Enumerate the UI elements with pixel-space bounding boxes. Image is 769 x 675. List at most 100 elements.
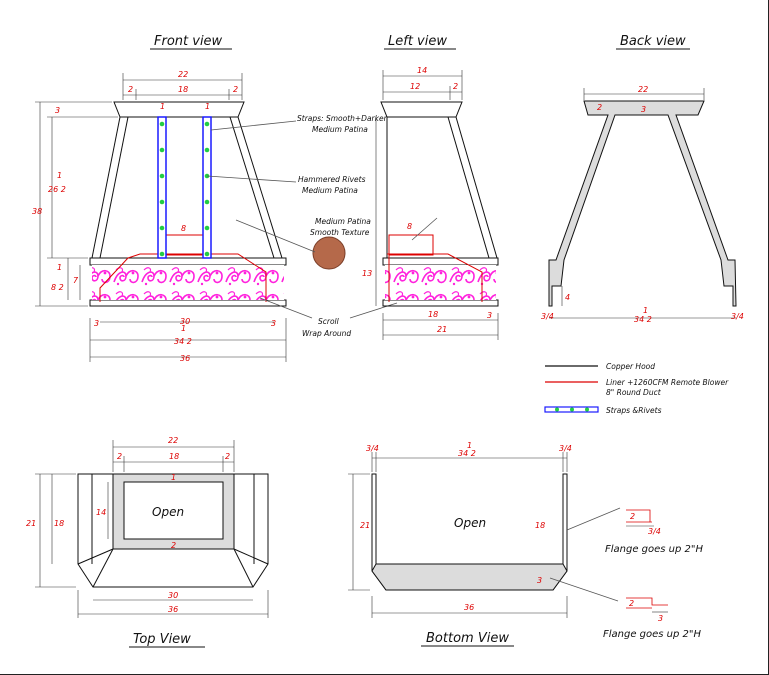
dim-flange-2b: 2 — [629, 599, 634, 608]
note-scroll-1: Scroll — [318, 317, 340, 326]
note-scroll-2: Wrap Around — [302, 329, 351, 338]
front-collar — [113, 101, 245, 118]
note-straps-2: Medium Patina — [312, 125, 368, 134]
dim-bottom-36: 36 — [464, 603, 474, 612]
dim-flange-3: 3 — [658, 614, 663, 623]
front-dimensions: 22 2 18 2 3 1 1 1 26 2 38 8 1 8 2 7 3 30… — [32, 70, 276, 363]
dim-front-1b: 1 — [205, 102, 210, 111]
dim-front-22: 22 — [178, 70, 188, 79]
dim-back-22: 22 — [638, 85, 648, 94]
front-straps — [157, 116, 212, 259]
legend-copper: Copper Hood — [606, 362, 655, 371]
dim-left-12: 12 — [410, 82, 420, 91]
dim-back-q1: 3/4 — [541, 312, 554, 321]
dim-bottom-34-frac: 1 — [467, 441, 472, 450]
bottom-dimensions: 3/4 1 34 2 3/4 21 18 3 36 Open — [360, 441, 572, 612]
top-view — [35, 440, 269, 618]
dim-bottom-q2: 3/4 — [559, 444, 572, 453]
dim-front-36: 36 — [180, 354, 190, 363]
front-view — [35, 73, 398, 362]
dim-top-21: 21 — [26, 519, 36, 528]
note-straps-1: Straps: Smooth+Darker — [297, 114, 388, 123]
dim-back-2: 2 — [597, 103, 602, 112]
dim-front-8: 8 — [181, 224, 186, 233]
note-patina-1: Medium Patina — [315, 217, 371, 226]
dim-front-26: 26 2 — [48, 185, 66, 194]
dim-front-3l: 3 — [94, 319, 99, 328]
dim-front-38: 38 — [32, 207, 42, 216]
legend-straps: Straps &Rivets — [606, 406, 662, 415]
left-view-title: Left view — [388, 34, 447, 49]
top-view-title: Top View — [133, 632, 191, 647]
back-view-title: Back view — [620, 34, 686, 49]
dim-left-2: 2 — [453, 82, 458, 91]
legend-liner-1: Liner +1260CFM Remote Blower — [606, 378, 729, 387]
bottom-open-label: Open — [454, 516, 486, 530]
top-outer — [77, 473, 269, 588]
front-body-right — [237, 116, 283, 259]
dim-top-2b: 2 — [225, 452, 230, 461]
dim-top-1: 1 — [171, 473, 176, 482]
note-rivets-1: Hammered Rivets — [298, 175, 366, 184]
flange-details: 2 3/4 2 3 Flange goes up 2"H Flange goes… — [603, 509, 704, 640]
dim-front-2b: 2 — [233, 85, 238, 94]
dim-left-14: 14 — [417, 66, 427, 75]
dim-back-q2: 3/4 — [731, 312, 744, 321]
note-patina-2: Smooth Texture — [310, 228, 370, 237]
view-titles: Front view Left view Back view Top View … — [129, 34, 690, 648]
dim-bottom-21: 21 — [360, 521, 370, 530]
top-dimensions: 22 2 18 2 1 14 2 21 18 30 36 Open — [26, 436, 230, 614]
front-rivets — [159, 121, 210, 257]
dim-front-2a: 2 — [128, 85, 133, 94]
dim-front-30: 30 — [180, 317, 190, 326]
front-view-title: Front view — [154, 34, 223, 49]
dim-left-3: 3 — [487, 311, 492, 320]
back-frame — [548, 100, 737, 307]
dim-left-13: 13 — [362, 269, 372, 278]
dim-front-8h: 8 2 — [51, 283, 64, 292]
dim-top-18s: 18 — [54, 519, 64, 528]
dim-bottom-3: 3 — [537, 576, 542, 585]
dim-back-34-frac: 1 — [643, 306, 648, 315]
note-rivets-2: Medium Patina — [302, 186, 358, 195]
dim-bottom-34: 34 2 — [458, 449, 476, 458]
dim-back-3: 3 — [641, 105, 646, 114]
dim-front-3: 3 — [55, 106, 60, 115]
dim-front-7: 7 — [73, 276, 79, 285]
dim-top-2a: 2 — [117, 452, 122, 461]
front-dimension-lines — [35, 73, 287, 362]
dim-front-8h-frac: 1 — [57, 263, 62, 272]
dim-top-36: 36 — [168, 605, 178, 614]
bottom-view-title: Bottom View — [426, 631, 509, 646]
front-scroll-band — [92, 265, 284, 300]
bottom-front-panel — [371, 563, 568, 591]
dim-top-30: 30 — [168, 591, 178, 600]
dim-back-34: 34 2 — [634, 315, 652, 324]
back-view — [548, 88, 737, 319]
dim-front-18: 18 — [178, 85, 188, 94]
dim-top-14: 14 — [96, 508, 106, 517]
left-scroll-band — [385, 265, 496, 300]
flange-label-2: Flange goes up 2"H — [603, 629, 702, 640]
front-leaders — [206, 120, 398, 319]
front-band-bottom — [89, 299, 287, 307]
legend-liner-2: 8" Round Duct — [606, 388, 662, 397]
left-dimensions: 14 12 2 8 13 18 3 21 — [362, 66, 492, 334]
dim-front-3r: 3 — [271, 319, 276, 328]
dim-front-34: 34 2 — [174, 337, 192, 346]
dim-front-1a: 1 — [160, 102, 165, 111]
dim-bottom-q1: 3/4 — [366, 444, 379, 453]
left-view — [375, 70, 499, 340]
dim-front-26-frac: 1 — [57, 171, 62, 180]
copper-sample-ball — [312, 236, 346, 270]
dim-flange-2a: 2 — [630, 512, 635, 521]
flange-label-1: Flange goes up 2"H — [605, 544, 704, 555]
front-notes: Straps: Smooth+Darker Medium Patina Hamm… — [297, 114, 388, 338]
dim-front-34-frac: 1 — [181, 324, 186, 333]
dim-bottom-18: 18 — [535, 521, 545, 530]
front-body-left — [91, 116, 121, 259]
dim-back-4: 4 — [565, 293, 570, 302]
dim-top-2c: 2 — [171, 541, 176, 550]
